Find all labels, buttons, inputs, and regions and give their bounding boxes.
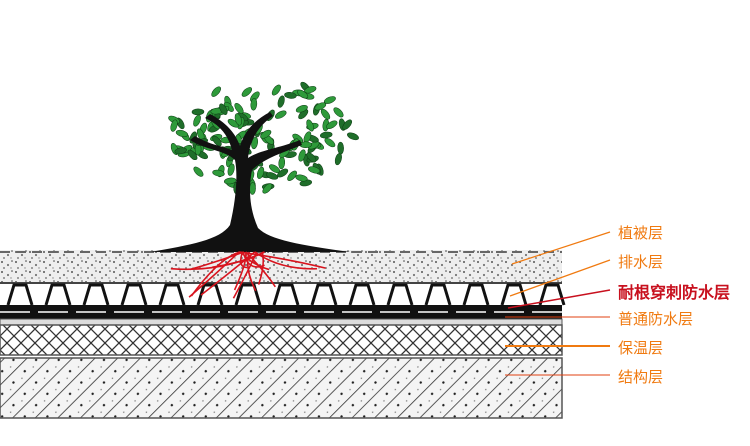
leaf — [241, 87, 252, 97]
label-common-waterproof-layer: 普通防水层 — [618, 310, 694, 328]
drainage-cup — [234, 283, 262, 306]
leaf — [170, 119, 178, 132]
leaf — [251, 136, 259, 150]
leaf — [193, 114, 201, 127]
leaf — [287, 170, 297, 181]
leaf — [211, 86, 221, 97]
leaf — [320, 108, 331, 120]
structural-layer — [0, 357, 563, 419]
leaf — [306, 119, 314, 132]
leaf — [342, 119, 353, 130]
label-structural-layer: 结构层 — [618, 368, 664, 386]
leaf — [187, 149, 198, 161]
leaf — [347, 132, 359, 141]
leaf — [337, 141, 344, 155]
leaf — [333, 107, 344, 118]
leader-lines — [505, 231, 611, 376]
leaf — [266, 172, 279, 180]
drainage-cup — [196, 283, 224, 306]
root — [233, 251, 247, 291]
leaf — [320, 131, 333, 139]
leaf — [256, 166, 265, 179]
leaf — [250, 98, 258, 111]
leaf — [193, 166, 204, 177]
drainage-cup — [82, 283, 110, 306]
root — [200, 251, 256, 296]
leaf — [271, 84, 281, 96]
root — [246, 251, 257, 292]
leaf — [262, 183, 273, 194]
leaf — [308, 166, 321, 174]
tree-roots — [170, 251, 326, 299]
leaf — [227, 118, 239, 128]
drainage-cup — [424, 283, 452, 306]
root — [189, 251, 245, 271]
leaf — [314, 102, 327, 111]
root — [190, 251, 241, 297]
tree-illustration — [150, 81, 359, 299]
drainage-cup — [538, 283, 566, 306]
leaf — [306, 152, 317, 163]
vegetation-layer — [0, 250, 562, 283]
leaf — [324, 137, 336, 148]
leaf — [212, 169, 225, 177]
leaf — [298, 149, 306, 162]
drainage-cup — [158, 283, 186, 306]
leaf — [212, 135, 222, 147]
insulation-layer — [0, 324, 563, 356]
label-vegetation-layer: 植被层 — [618, 224, 664, 242]
drainage-cup — [44, 283, 72, 306]
drainage-cup — [386, 283, 414, 306]
leaf — [174, 147, 187, 155]
leaf — [227, 163, 235, 176]
leaf — [326, 120, 338, 129]
drainage-cup — [120, 283, 148, 306]
leaf — [297, 89, 309, 99]
root — [239, 251, 326, 269]
drainage-cup — [500, 283, 528, 306]
drainage-layer — [0, 282, 566, 306]
root-resistant-membrane — [0, 305, 562, 319]
leaf — [249, 182, 256, 195]
drainage-cup — [348, 283, 376, 306]
drainage-cup — [310, 283, 338, 306]
root — [242, 251, 265, 268]
leaf — [191, 108, 205, 116]
tree-trunk — [150, 112, 350, 252]
leaf — [277, 95, 285, 108]
drainage-cup — [462, 283, 490, 306]
leaf — [234, 113, 242, 126]
leaf — [304, 86, 317, 94]
label-drainage-layer: 排水层 — [618, 253, 664, 271]
leaf — [234, 103, 244, 114]
drainage-cup — [6, 283, 34, 306]
label-root-resistant-waterproof-layer: 耐根穿刺防水层 — [618, 283, 731, 302]
leaf — [278, 156, 286, 170]
leaf — [275, 110, 287, 119]
leaf — [295, 105, 308, 113]
leaf — [224, 177, 237, 185]
common-waterproof-layer — [0, 318, 563, 326]
leaf — [260, 129, 272, 139]
leaf — [175, 129, 189, 138]
leaf — [334, 152, 342, 166]
leaf — [295, 174, 308, 182]
leaf — [308, 141, 320, 150]
leaf — [284, 92, 297, 99]
label-insulation-layer: 保温层 — [618, 339, 664, 357]
drainage-cup — [272, 283, 300, 306]
leaf — [219, 103, 228, 115]
leaf — [323, 96, 336, 104]
